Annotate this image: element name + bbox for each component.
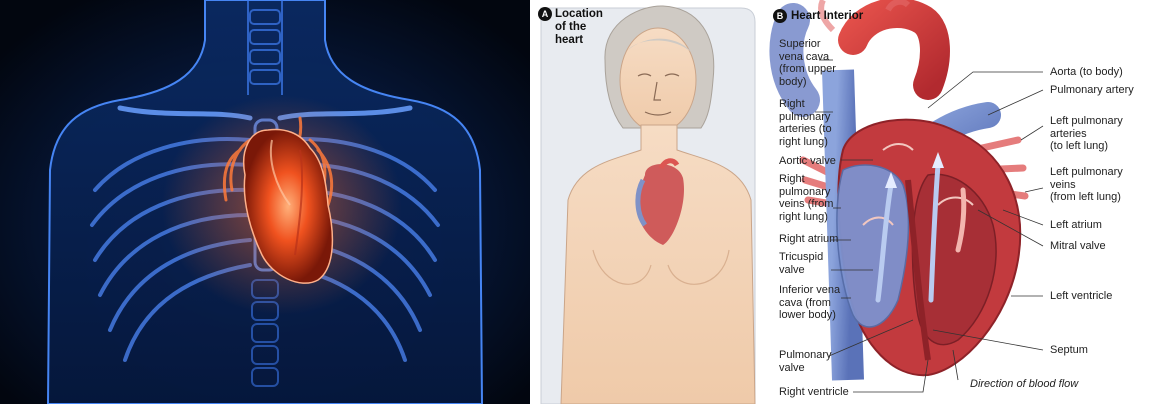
label-line: valve	[779, 264, 823, 277]
label-line: Tricuspid	[779, 251, 823, 264]
label-right-atrium: Right atrium	[779, 233, 838, 246]
label-line: Left ventricle	[1050, 290, 1112, 303]
xray-illustration	[0, 0, 530, 404]
label-line: right lung)	[779, 136, 832, 149]
label-line: Superior	[779, 38, 836, 51]
label-line: arteries	[1050, 128, 1123, 141]
heart-diagram: A Location of the heart B Heart Interior…	[533, 0, 1153, 404]
label-line: (from upper	[779, 63, 836, 76]
panel-a-title-line: of the	[555, 21, 603, 34]
label-tricuspid-valve: Tricuspid valve	[779, 251, 823, 276]
label-line: veins (from	[779, 198, 833, 211]
label-line: Pulmonary	[779, 349, 832, 362]
label-line: (from left lung)	[1050, 191, 1123, 204]
label-line: Mitral valve	[1050, 240, 1106, 253]
flow-direction-caption: Direction of blood flow	[970, 378, 1078, 391]
label-line: Right atrium	[779, 233, 838, 246]
label-line: body)	[779, 76, 836, 89]
label-line: veins	[1050, 179, 1123, 192]
panel-a-title-line: heart	[555, 34, 603, 47]
label-inferior-vena-cava: Inferior vena cava (from lower body)	[779, 284, 840, 322]
label-right-ventricle: Right ventricle	[779, 386, 849, 399]
panel-b-title: Heart Interior	[791, 10, 863, 23]
label-left-pulmonary-arteries: Left pulmonary arteries (to left lung)	[1050, 115, 1123, 153]
label-line: Aorta (to body)	[1050, 66, 1123, 79]
panel-a-badge: A	[538, 7, 552, 21]
label-aortic-valve: Aortic valve	[779, 155, 836, 168]
xray-chest-image	[0, 0, 530, 404]
label-septum: Septum	[1050, 344, 1088, 357]
label-left-pulmonary-veins: Left pulmonary veins (from left lung)	[1050, 166, 1123, 204]
label-line: right lung)	[779, 211, 833, 224]
label-line: lower body)	[779, 309, 840, 322]
label-line: Septum	[1050, 344, 1088, 357]
panel-a-title: Location of the heart	[555, 8, 603, 47]
label-line: Left pulmonary	[1050, 166, 1123, 179]
label-line: Right	[779, 98, 832, 111]
label-line: (to left lung)	[1050, 140, 1123, 153]
label-superior-vena-cava: Superior vena cava (from upper body)	[779, 38, 836, 88]
label-line: Inferior vena	[779, 284, 840, 297]
label-line: cava (from	[779, 297, 840, 310]
panel-a-title-line: Location	[555, 8, 603, 21]
label-aorta: Aorta (to body)	[1050, 66, 1123, 79]
label-mitral-valve: Mitral valve	[1050, 240, 1106, 253]
label-line: pulmonary	[779, 111, 832, 124]
label-left-atrium: Left atrium	[1050, 219, 1102, 232]
label-line: Pulmonary artery	[1050, 84, 1134, 97]
label-line: Aortic valve	[779, 155, 836, 168]
label-line: Right ventricle	[779, 386, 849, 399]
label-pulmonary-artery: Pulmonary artery	[1050, 84, 1134, 97]
label-pulmonary-valve: Pulmonary valve	[779, 349, 832, 374]
label-line: pulmonary	[779, 186, 833, 199]
label-line: Right	[779, 173, 833, 186]
label-line: Left pulmonary	[1050, 115, 1123, 128]
panel-b-badge: B	[773, 9, 787, 23]
label-left-ventricle: Left ventricle	[1050, 290, 1112, 303]
label-line: Left atrium	[1050, 219, 1102, 232]
label-right-pulmonary-veins: Right pulmonary veins (from right lung)	[779, 173, 833, 223]
label-line: valve	[779, 362, 832, 375]
label-line: arteries (to	[779, 123, 832, 136]
label-line: vena cava	[779, 51, 836, 64]
label-right-pulmonary-arteries: Right pulmonary arteries (to right lung)	[779, 98, 832, 148]
